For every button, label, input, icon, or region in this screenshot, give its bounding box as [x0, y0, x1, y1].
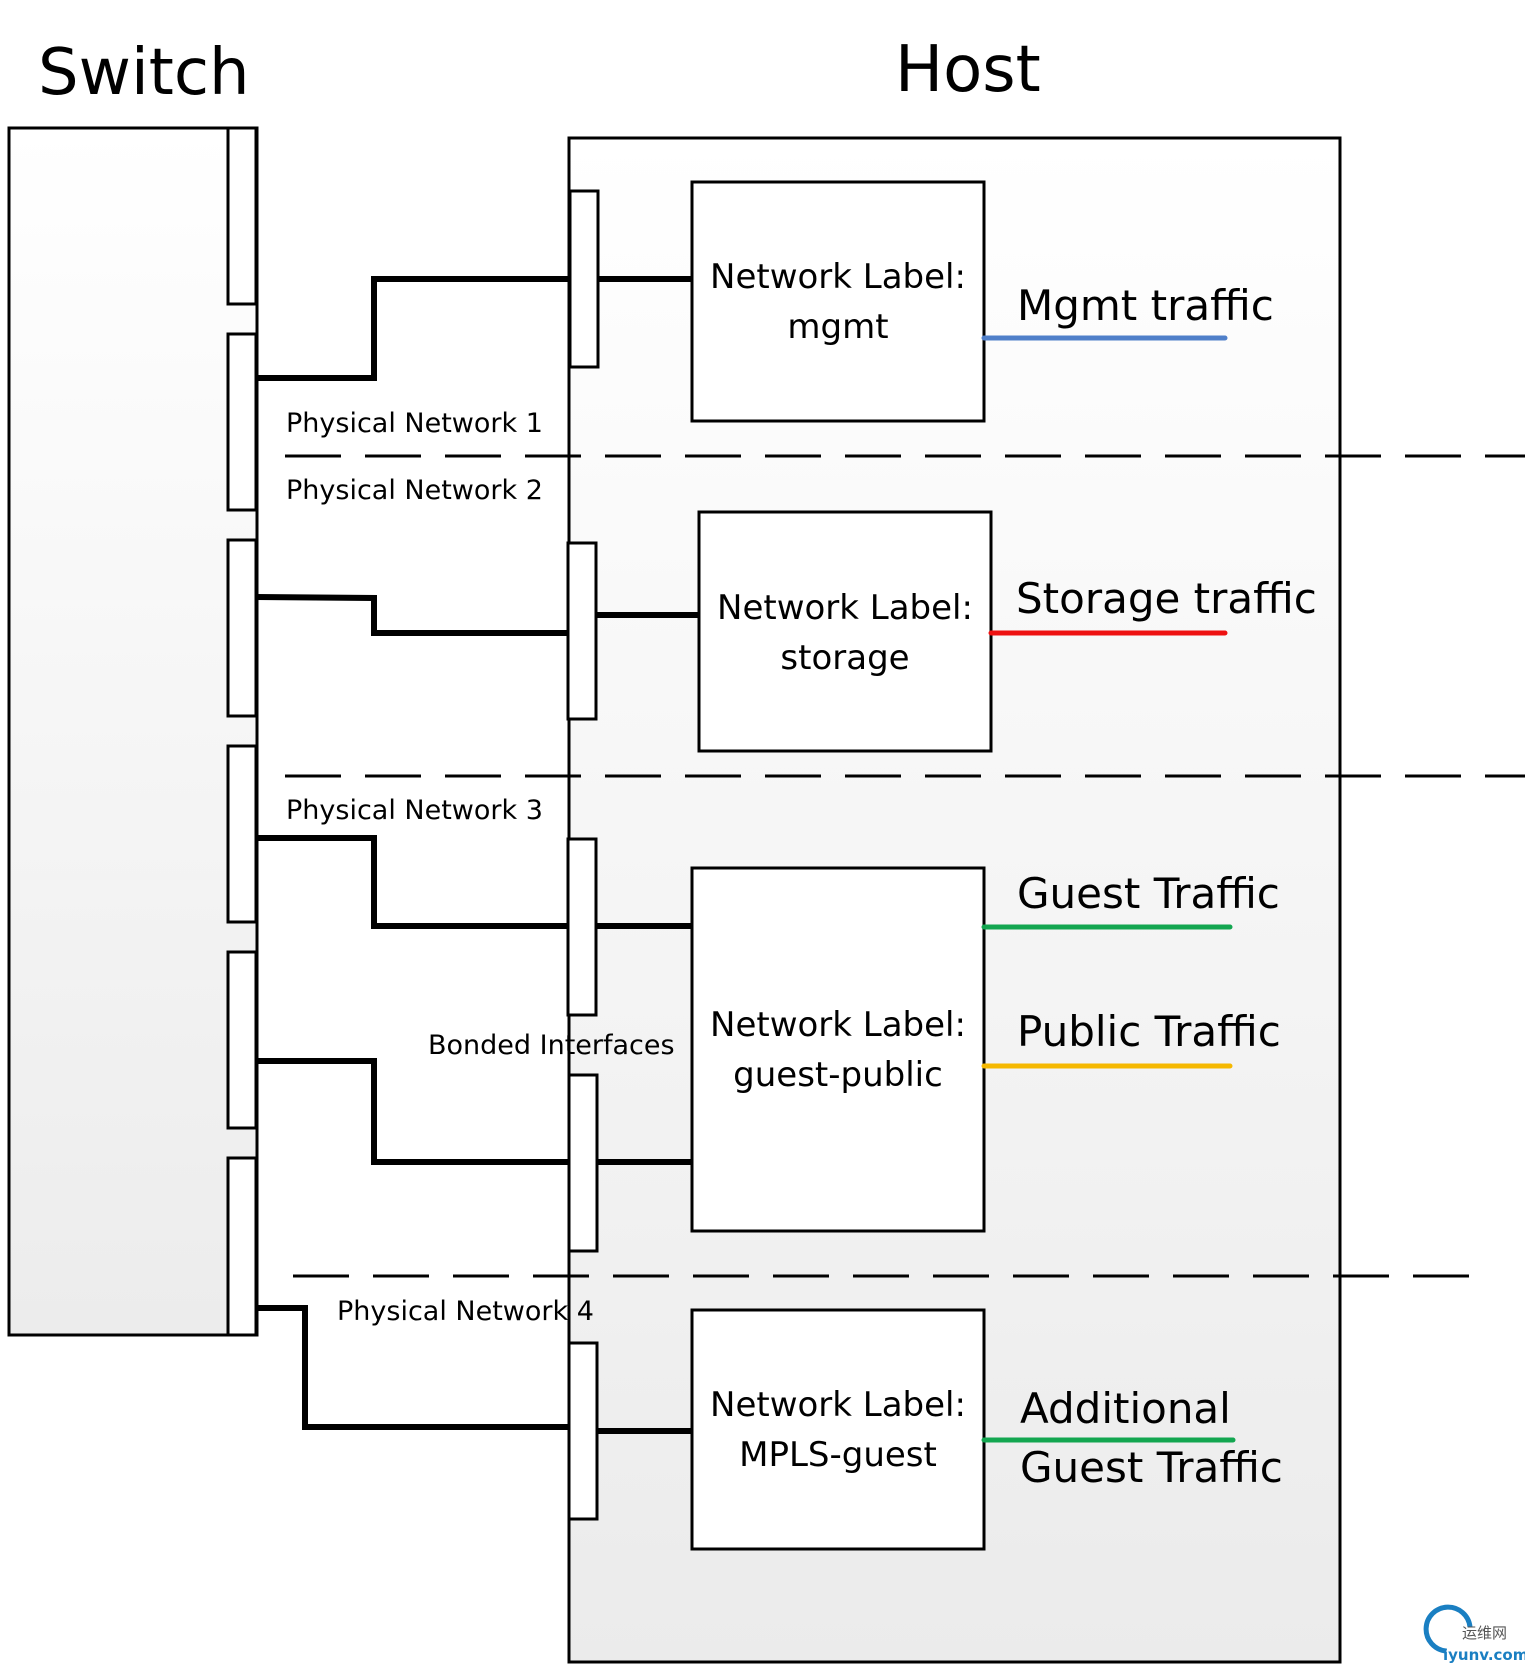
network-label-guest-public-line1: Network Label: [710, 1005, 966, 1045]
host-nic-port [566, 541, 598, 721]
watermark-url: iyunv.com [1443, 1646, 1525, 1664]
storage-traffic-label: Storage traffic [1016, 574, 1317, 623]
mgmt-traffic-label: Mgmt traffic [1017, 281, 1274, 330]
wire-physical-network-1 [256, 276, 570, 381]
switch-port [226, 126, 258, 306]
bonded-interfaces-label: Bonded Interfaces [428, 1030, 675, 1061]
wire-physical-network-4 [256, 1305, 570, 1430]
public-traffic-label: Public Traffic [1017, 1007, 1281, 1056]
watermark-cn: 运维网 [1462, 1624, 1507, 1642]
network-label-guest-public-line2: guest-public [733, 1055, 943, 1095]
physical-network-3-label: Physical Network 3 [286, 795, 543, 826]
switch-title: Switch [38, 36, 250, 110]
wire-physical-network-3-b [256, 1058, 568, 1165]
switch-port [226, 744, 258, 924]
network-label-box-guest-public [690, 866, 986, 1233]
switch-port [226, 950, 258, 1130]
network-label-mgmt-line2: mgmt [787, 307, 888, 347]
host-nic-port [566, 837, 598, 1017]
host-title: Host [895, 33, 1041, 107]
switch-port [226, 1156, 258, 1337]
host-nic-port [567, 1341, 599, 1521]
watermark-swirl-icon [1423, 1604, 1473, 1654]
wire-physical-network-3-a [256, 835, 568, 929]
network-label-mpls-guest-line2: MPLS-guest [739, 1435, 937, 1475]
guest-traffic-label: Guest Traffic [1017, 869, 1280, 918]
network-label-storage-line2: storage [780, 638, 909, 678]
wire-physical-network-2 [255, 594, 568, 636]
physical-network-1-label: Physical Network 1 [286, 408, 543, 439]
switch-body [7, 126, 259, 1337]
additional-guest-traffic-label-line2: Guest Traffic [1020, 1443, 1283, 1492]
physical-network-4-label: Physical Network 4 [337, 1296, 594, 1327]
network-label-box-mgmt [690, 180, 986, 423]
host-nic-port [568, 189, 600, 369]
network-label-mgmt-line1: Network Label: [710, 257, 966, 297]
watermark: 运维网 iyunv.com [1423, 1604, 1525, 1664]
network-label-mpls-guest-line1: Network Label: [710, 1385, 966, 1425]
network-label-storage-line1: Network Label: [717, 588, 973, 628]
switch-port [226, 538, 258, 718]
additional-guest-traffic-label-line1: Additional [1020, 1384, 1231, 1433]
physical-network-2-label: Physical Network 2 [286, 475, 543, 506]
network-label-box-storage [697, 510, 993, 753]
network-label-box-mpls-guest [690, 1308, 986, 1551]
host-nic-port [567, 1073, 599, 1253]
switch-port [226, 332, 258, 512]
